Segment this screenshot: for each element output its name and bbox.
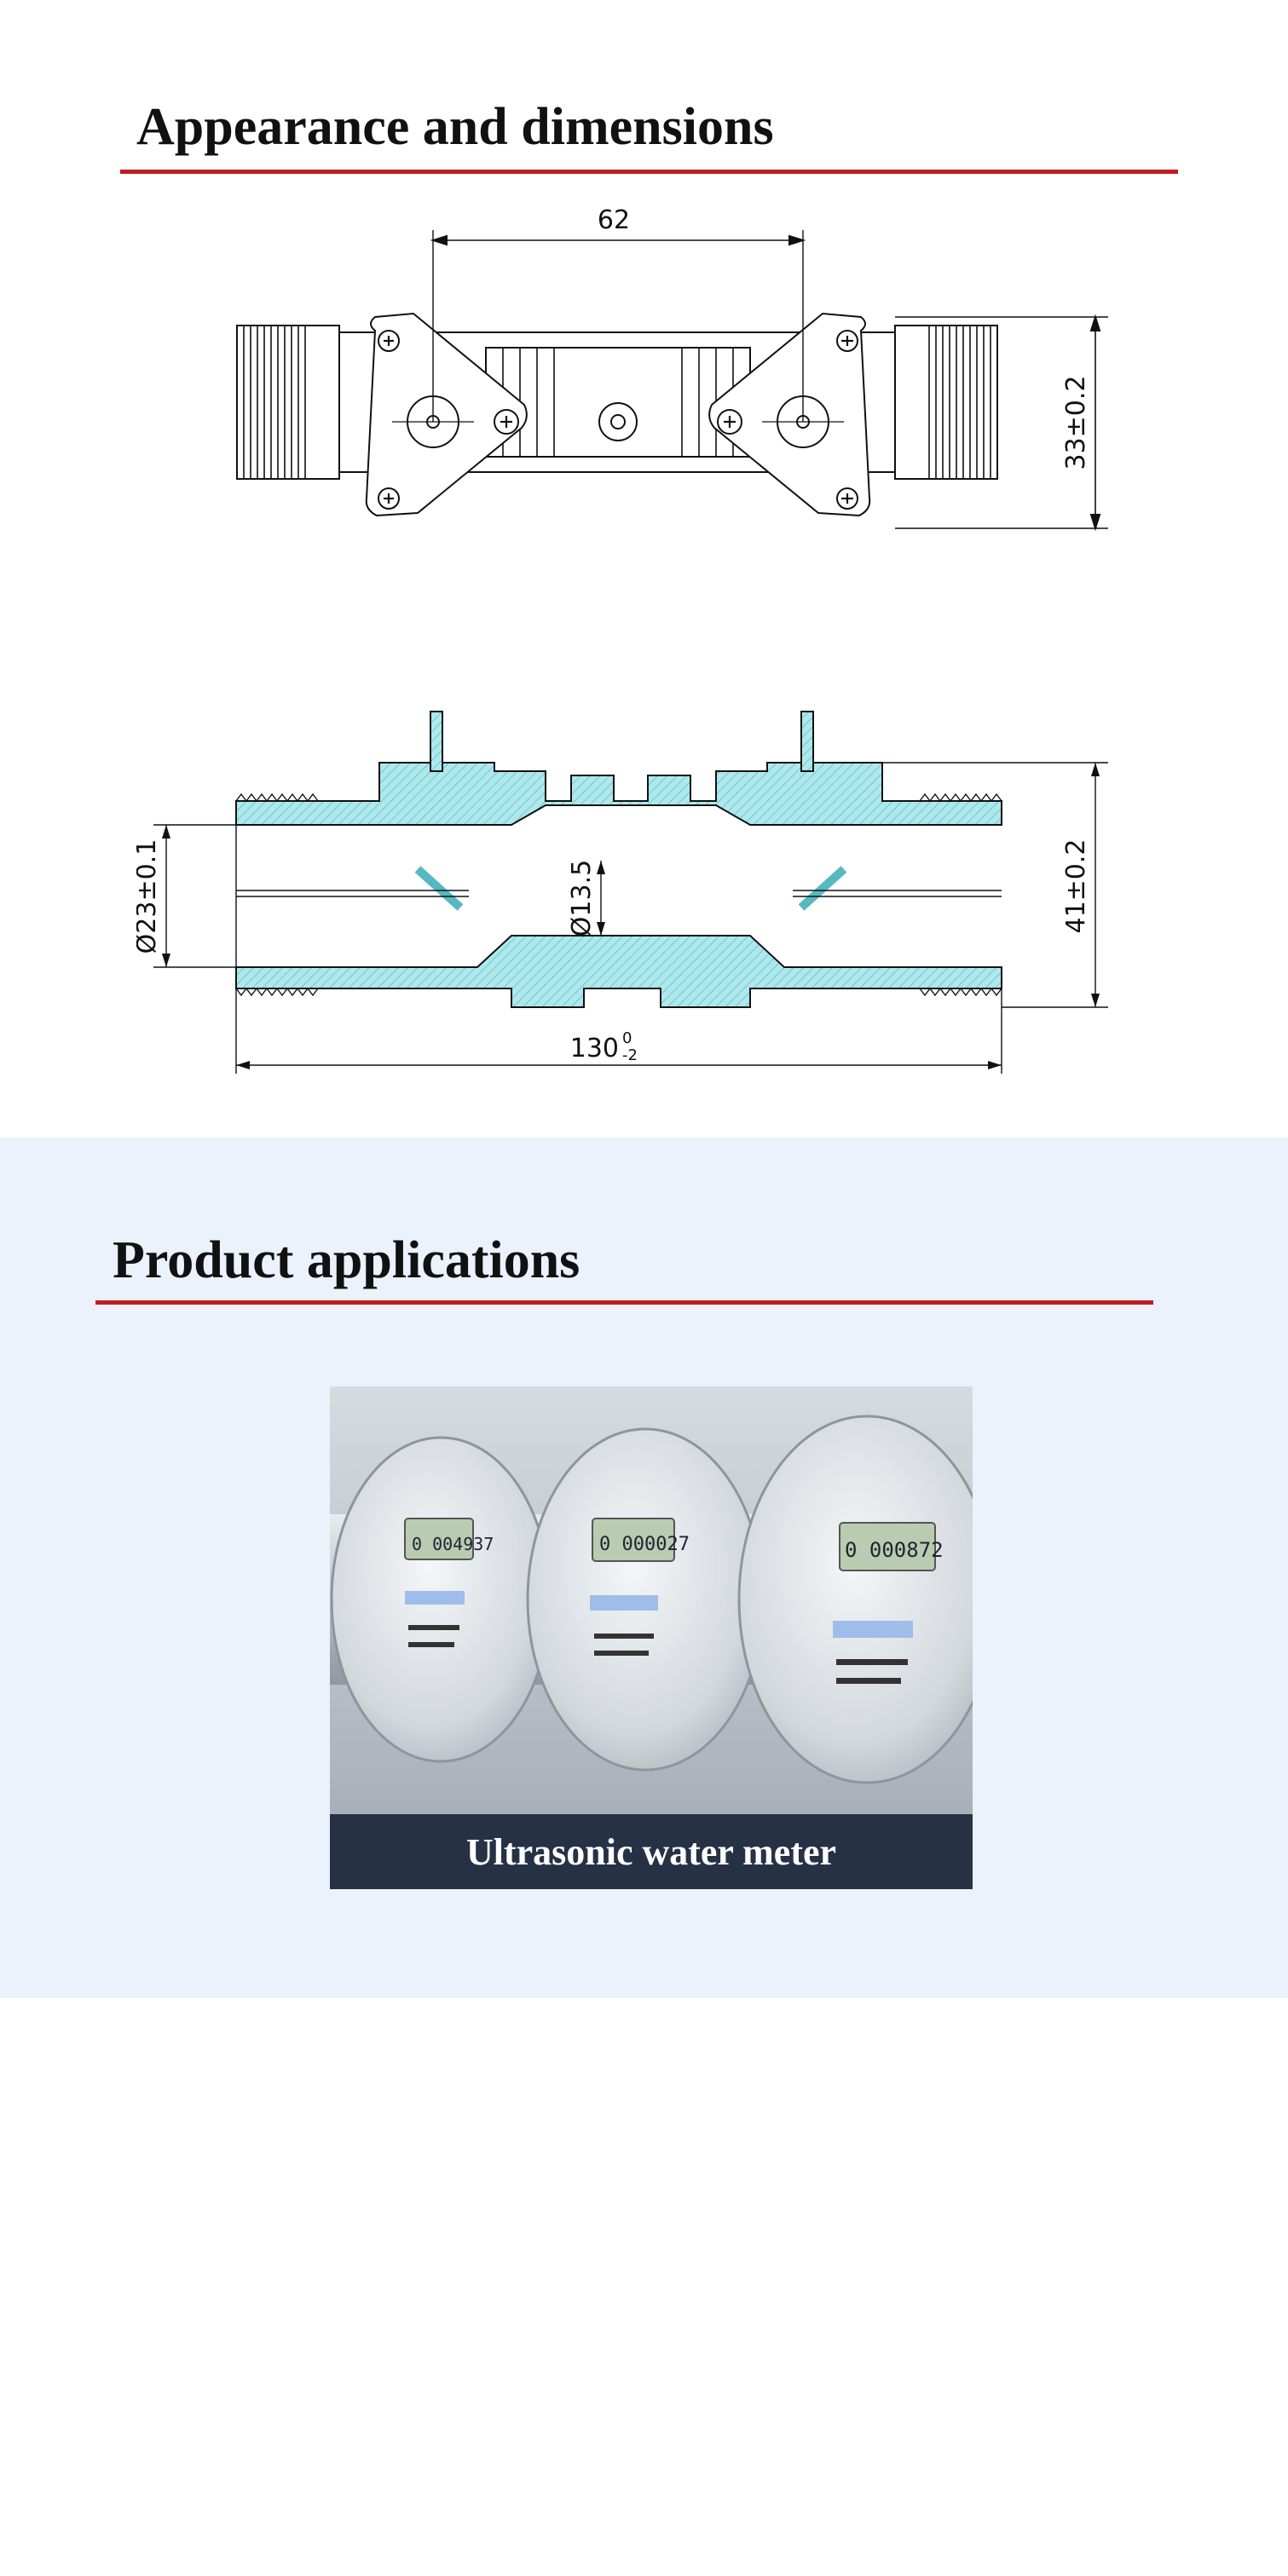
top-dim-height: 33±0.2	[1061, 375, 1091, 470]
appearance-title-underline	[120, 170, 1178, 174]
side-dim-total-upper: 0	[622, 1029, 632, 1047]
side-dim-bore: Ø13.5	[567, 860, 597, 936]
appearance-section: Appearance and dimensions	[0, 0, 1288, 1138]
applications-title: Product applications	[113, 1231, 580, 1289]
meter-2-reading: 0 000027	[599, 1534, 690, 1555]
side-dim-pipe: Ø23±0.1	[136, 839, 162, 954]
side-dim-total-lower: -2	[622, 1046, 638, 1064]
top-view-drawing: 62 33±0.2	[236, 205, 1108, 532]
application-card-ultrasonic-water-meter[interactable]: 0 004937 0 000027 0 000872 Ultrasonic wa…	[330, 1386, 973, 1889]
ultrasonic-water-meter-photo	[330, 1386, 973, 1814]
applications-section: Product applications	[0, 1138, 1288, 1998]
top-dim-length: 62	[598, 205, 630, 235]
application-caption: Ultrasonic water meter	[330, 1814, 973, 1889]
side-dim-outer: 41±0.2	[1061, 838, 1091, 933]
side-section-drawing: 41±0.2 Ø23±0.1 Ø13.5 130 0 -2	[136, 711, 1108, 1074]
meter-1-reading: 0 004937	[412, 1534, 494, 1554]
applications-title-underline	[95, 1300, 1153, 1305]
appearance-title: Appearance and dimensions	[136, 98, 774, 156]
blank-footer-area	[0, 1998, 1288, 2576]
meter-3-reading: 0 000872	[845, 1538, 944, 1562]
side-dim-total: 130	[570, 1034, 619, 1063]
